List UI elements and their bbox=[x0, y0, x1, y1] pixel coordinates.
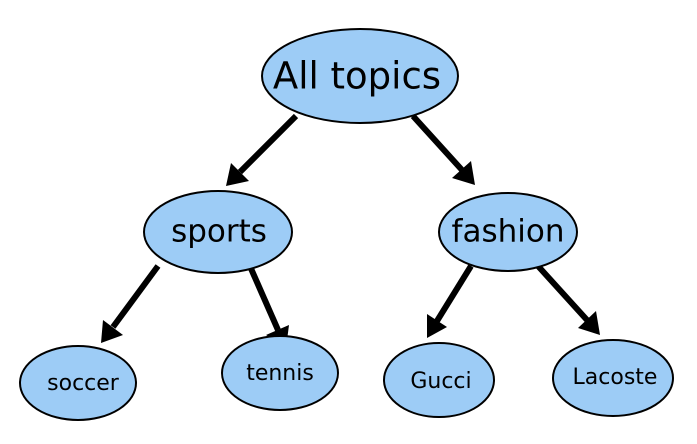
edge-fashion-gucci bbox=[427, 264, 474, 338]
node-gucci-shape bbox=[383, 342, 495, 418]
node-all-topics-label: All topics bbox=[273, 55, 441, 98]
edge-root-fashion bbox=[410, 113, 475, 185]
node-lacoste-label: Lacoste bbox=[573, 365, 658, 390]
node-all-topics: All topics bbox=[261, 28, 459, 124]
nodes: All topics sports fashion soccer tennis … bbox=[19, 28, 674, 421]
node-soccer: soccer bbox=[19, 345, 137, 421]
edge-fashion-lacoste bbox=[535, 263, 600, 335]
node-gucci-label: Gucci bbox=[410, 369, 471, 394]
node-lacoste-shape bbox=[552, 339, 674, 417]
node-all-topics-shape bbox=[261, 28, 459, 124]
node-fashion-label: fashion bbox=[452, 214, 565, 250]
node-tennis-shape bbox=[221, 335, 339, 411]
edges bbox=[101, 113, 600, 348]
node-soccer-shape bbox=[19, 345, 137, 421]
edge-root-sports bbox=[226, 113, 299, 186]
node-fashion-shape bbox=[438, 192, 578, 272]
node-soccer-label: soccer bbox=[47, 371, 120, 396]
node-sports-label: sports bbox=[171, 214, 267, 250]
edge-sports-soccer bbox=[101, 264, 161, 343]
node-sports-shape bbox=[143, 190, 293, 274]
node-lacoste: Lacoste bbox=[552, 339, 674, 417]
node-sports: sports bbox=[143, 190, 293, 274]
node-gucci: Gucci bbox=[383, 342, 495, 418]
node-tennis-label: tennis bbox=[246, 361, 314, 386]
node-fashion: fashion bbox=[438, 192, 578, 272]
node-tennis: tennis bbox=[221, 335, 339, 411]
